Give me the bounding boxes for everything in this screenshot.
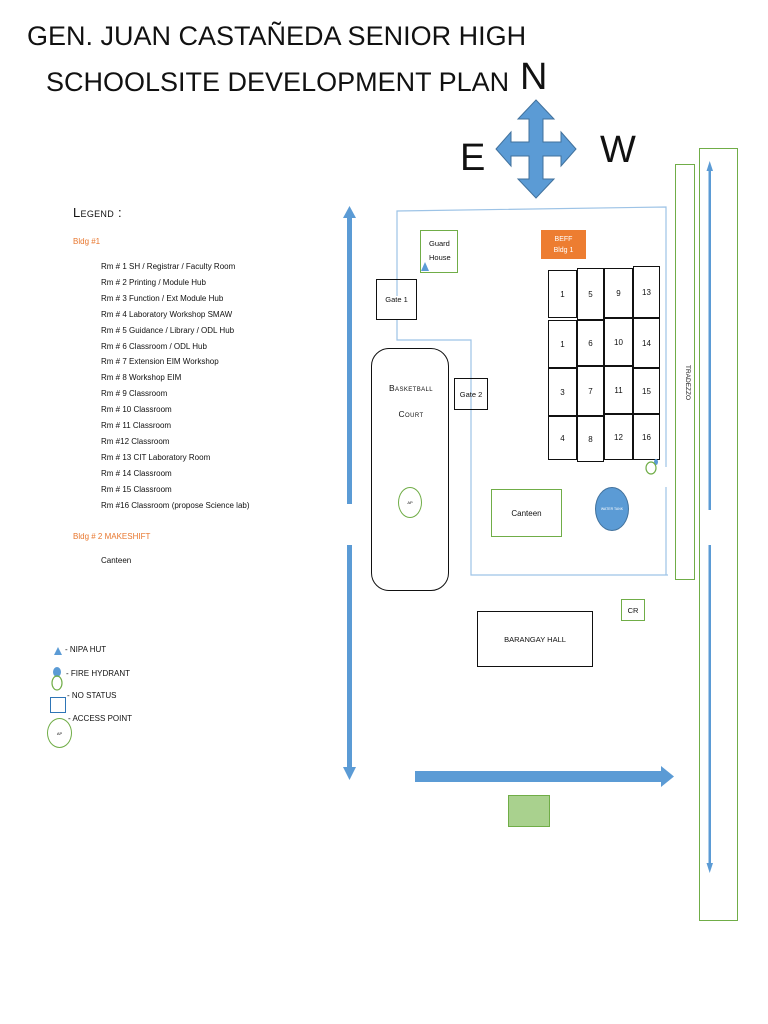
beff-label: BEFF <box>554 235 573 243</box>
arrow-down-icon <box>343 767 356 780</box>
compass-arrows-icon <box>495 99 577 199</box>
gate-1: Gate 1 <box>376 279 417 320</box>
legend-room-item: Rm # 11 Classroom <box>101 421 172 431</box>
room-cell: 3 <box>548 368 577 416</box>
arrow-right-icon <box>661 766 674 787</box>
legend-room-item: Rm # 3 Function / Ext Module Hub <box>101 293 224 303</box>
room-cell: 5 <box>577 268 604 320</box>
legend-room-item: Rm # 5 Guidance / Library / ODL Hub <box>101 325 235 335</box>
green-area <box>508 795 550 827</box>
comfort-room: CR <box>621 599 645 621</box>
tradezzo-road <box>675 164 695 580</box>
road-label: TRADEZZO <box>684 365 691 401</box>
bldg1-beff-label-box: BEFF Bldg 1 <box>541 230 586 259</box>
compass-west-label: W <box>600 129 636 171</box>
legend-bldg1-heading: Bldg #1 <box>73 237 101 246</box>
room-cell: 16 <box>633 414 660 460</box>
legend-room-item: Rm # 14 Classroom <box>101 468 172 478</box>
legend-room-item: Rm # 15 Classroom <box>101 484 172 494</box>
legend-bldg2-heading: Bldg # 2 MAKESHIFT <box>73 532 151 541</box>
access-point-icon-label: AP <box>56 730 63 736</box>
legend-access-point-label: - ACCESS POINT <box>68 714 133 723</box>
legend-room-item: Rm # 6 Classroom / ODL Hub <box>101 341 207 351</box>
legend-room-item: Rm # 1 SH / Registrar / Faculty Room <box>101 262 236 271</box>
legend-room-list: Rm # 1 SH / Registrar / Faculty Room Rm … <box>101 259 250 514</box>
room-cell: 14 <box>633 318 660 368</box>
room-cell: 7 <box>577 366 604 416</box>
court-label-line-2: Court <box>398 409 424 419</box>
room-cell: 15 <box>633 368 660 414</box>
legend-fire-hydrant-label: - FIRE HYDRANT <box>66 669 130 678</box>
court-access-point-icon: AP <box>398 487 422 518</box>
water-tank-label: WATER TANK <box>600 507 624 511</box>
bldg1-label: Bldg 1 <box>553 246 574 254</box>
legend-room-item: Rm # 8 Workshop EIM <box>101 373 182 383</box>
compass-east-label: E <box>460 137 486 179</box>
arrow-down-icon <box>706 863 713 873</box>
legend-bldg2-item: Canteen <box>101 556 132 565</box>
nipa-hut-icon <box>421 262 429 271</box>
legend-room-item: Rm #12 Classroom <box>101 436 170 446</box>
court-label-line-1: Basketball <box>388 383 434 393</box>
legend-room-item: Rm # 9 Classroom <box>101 389 168 399</box>
room-cell: 13 <box>633 266 660 318</box>
legend-room-item: Rm #16 Classroom (propose Science lab) <box>101 500 250 510</box>
legend-no-status-label: - NO STATUS <box>67 691 117 700</box>
room-cell: 8 <box>577 416 604 462</box>
basketball-court: Basketball Court AP <box>371 348 449 591</box>
legend-room-item: Rm # 13 CIT Laboratory Room <box>101 452 211 462</box>
legend-room-item: Rm # 2 Printing / Module Hub <box>101 277 206 287</box>
arrow-shaft-icon <box>708 170 711 510</box>
room-cell: 4 <box>548 416 577 460</box>
outer-road <box>699 148 738 921</box>
gate-2-label: Gate 2 <box>459 389 483 399</box>
cr-label: CR <box>627 605 639 615</box>
arrow-shaft-icon <box>415 771 662 782</box>
title-line-2: SCHOOLSITE DEVELOPMENT PLAN <box>46 67 510 97</box>
water-tank: WATER TANK <box>595 487 629 531</box>
fire-hydrant-icon <box>645 459 658 475</box>
arrow-shaft-icon <box>708 545 711 865</box>
guard-house: Guard House <box>420 230 458 273</box>
arrow-up-icon <box>706 161 713 171</box>
nipa-hut-icon <box>54 647 62 655</box>
room-cell: 12 <box>604 414 633 460</box>
court-access-point-label: AP <box>407 500 413 505</box>
legend-room-item: Rm # 10 Classroom <box>101 405 172 415</box>
room-cell: 1 <box>548 320 577 368</box>
arrow-up-icon <box>343 206 356 218</box>
compass-north-label: N <box>520 56 548 98</box>
canteen: Canteen <box>491 489 562 537</box>
legend-room-item: Rm # 4 Laboratory Workshop SMAW <box>101 309 233 319</box>
guard-house-label: Guard House <box>429 239 451 262</box>
room-cell: 1 <box>548 270 577 318</box>
barangay-hall: BARANGAY HALL <box>477 611 593 667</box>
room-cell: 10 <box>604 318 633 366</box>
access-point-icon: AP <box>47 718 72 748</box>
barangay-hall-label: BARANGAY HALL <box>504 634 566 644</box>
no-status-icon <box>50 697 66 713</box>
room-cell: 11 <box>604 366 633 414</box>
legend-heading: Legend : <box>73 205 122 220</box>
room-cell: 9 <box>604 268 633 318</box>
arrow-shaft-icon <box>347 216 352 504</box>
fire-hydrant-icon <box>51 667 63 691</box>
gate-1-label: Gate 1 <box>385 295 408 304</box>
legend-room-item: Rm # 7 Extension EIM Workshop <box>101 357 219 367</box>
canteen-label: Canteen <box>511 508 542 518</box>
legend-nipa-hut-label: - NIPA HUT <box>65 645 107 654</box>
title-line-1: GEN. JUAN CASTAÑEDA SENIOR HIGH <box>27 21 527 51</box>
gate-2: Gate 2 <box>454 378 488 410</box>
arrow-shaft-icon <box>347 545 352 767</box>
room-cell: 6 <box>577 320 604 366</box>
